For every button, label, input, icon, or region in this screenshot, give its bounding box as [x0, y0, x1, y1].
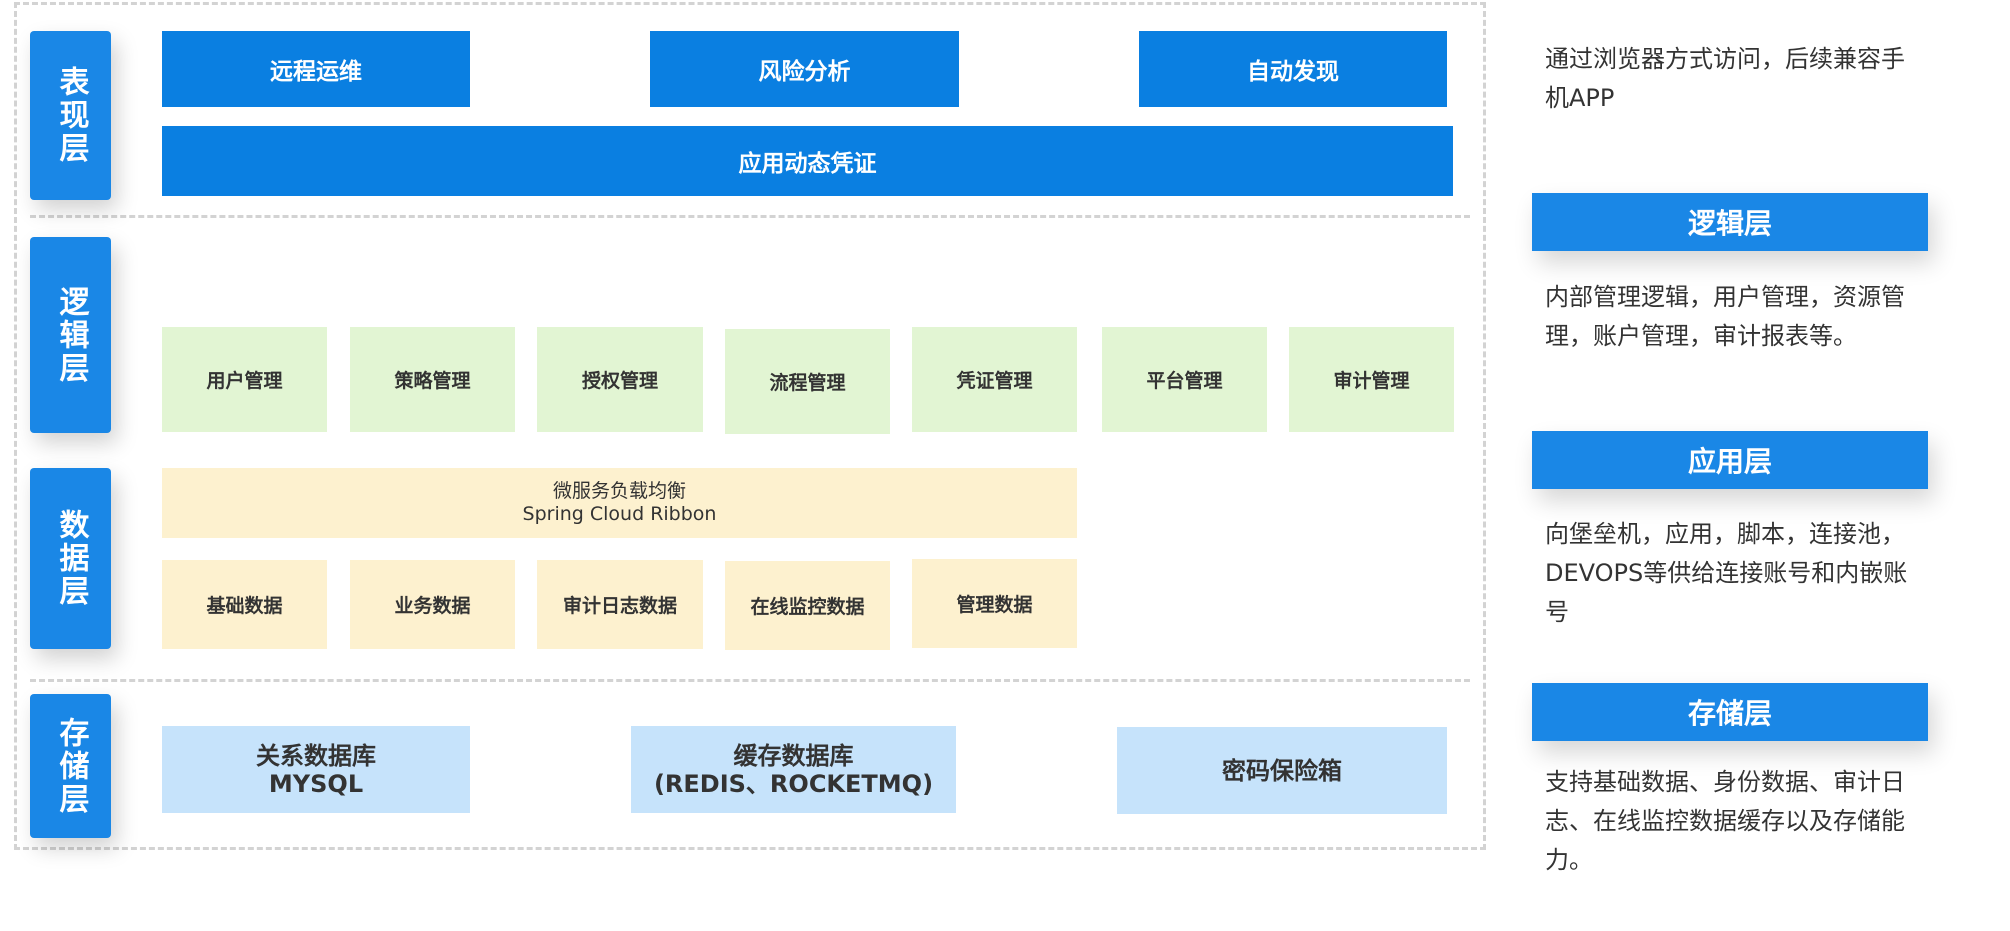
box-business-data: 业务数据 — [350, 560, 515, 649]
layer-label-presentation-text: 表现层 — [53, 66, 89, 165]
box-policy-management-label: 策略管理 — [394, 370, 471, 392]
box-credential-management: 凭证管理 — [912, 327, 1077, 432]
box-dynamic-credentials: 应用动态凭证 — [162, 126, 1453, 196]
side-section-storage-title-text: 存储层 — [1687, 697, 1772, 730]
box-workflow-management: 流程管理 — [725, 329, 890, 434]
layer-label-data-text: 数据层 — [53, 509, 89, 608]
layer-label-presentation: 表现层 — [30, 31, 111, 200]
box-business-data-label: 业务数据 — [394, 595, 471, 617]
box-platform-management-label: 平台管理 — [1146, 370, 1223, 392]
box-password-vault-label: 密码保险箱 — [1222, 756, 1342, 785]
side-section-storage-title: 存储层 — [1532, 683, 1928, 741]
box-authorization-management-label: 授权管理 — [581, 370, 658, 392]
box-workflow-management-label: 流程管理 — [769, 372, 846, 394]
box-load-balancer: 微服务负载均衡 Spring Cloud Ribbon — [162, 468, 1077, 538]
box-dynamic-credentials-label: 应用动态凭证 — [738, 151, 877, 177]
box-relational-db-line1: 关系数据库 — [256, 741, 376, 770]
box-password-vault: 密码保险箱 — [1117, 727, 1447, 814]
box-management-data-label: 管理数据 — [956, 594, 1033, 616]
box-cache-db-line2: (REDIS、ROCKETMQ) — [653, 769, 934, 798]
box-basic-data: 基础数据 — [162, 560, 327, 649]
box-cache-db-line1: 缓存数据库 — [733, 741, 854, 770]
box-cache-db: 缓存数据库 (REDIS、ROCKETMQ) — [631, 726, 956, 813]
box-online-monitoring-data: 在线监控数据 — [725, 561, 890, 650]
layer-label-logic: 逻辑层 — [30, 237, 111, 433]
layer-label-logic-text: 逻辑层 — [53, 285, 89, 385]
side-section-application-title-text: 应用层 — [1687, 445, 1772, 478]
box-relational-db-line2: MYSQL — [268, 769, 364, 798]
side-section-logic-text: 内部管理逻辑，用户管理，资源管理，账户管理，审计报表等。 — [1545, 283, 1905, 350]
side-section-logic-title: 逻辑层 — [1532, 193, 1928, 251]
side-section-application-title: 应用层 — [1532, 431, 1928, 489]
box-audit-management-label: 审计管理 — [1333, 370, 1410, 392]
box-authorization-management: 授权管理 — [537, 327, 703, 432]
box-online-monitoring-data-label: 在线监控数据 — [750, 596, 865, 618]
box-audit-log-data: 审计日志数据 — [537, 560, 703, 649]
side-intro-text: 通过浏览器方式访问，后续兼容手机APP — [1545, 45, 1905, 112]
box-auto-discovery: 自动发现 — [1139, 31, 1447, 107]
box-user-management-label: 用户管理 — [206, 370, 283, 392]
box-basic-data-label: 基础数据 — [206, 595, 283, 617]
architecture-frame — [14, 2, 1486, 850]
box-audit-log-data-label: 审计日志数据 — [562, 595, 677, 617]
box-load-balancer-line2: Spring Cloud Ribbon — [522, 503, 717, 525]
separator-presentation-logic — [30, 215, 1470, 218]
layer-label-storage-text: 存储层 — [53, 716, 89, 816]
side-section-logic-title-text: 逻辑层 — [1687, 207, 1772, 240]
side-section-application-text: 向堡垒机，应用，脚本，连接池，DEVOPS等供给连接账号和内嵌账号 — [1545, 520, 1908, 626]
box-remote-ops: 远程运维 — [162, 31, 470, 107]
box-relational-db: 关系数据库 MYSQL — [162, 726, 470, 813]
side-section-storage-text: 支持基础数据、身份数据、审计日志、在线监控数据缓存以及存储能力。 — [1545, 768, 1905, 874]
box-policy-management: 策略管理 — [350, 327, 515, 432]
box-audit-management: 审计管理 — [1289, 327, 1454, 432]
box-auto-discovery-label: 自动发现 — [1247, 59, 1339, 85]
box-risk-analysis: 风险分析 — [650, 31, 959, 107]
box-load-balancer-line1: 微服务负载均衡 — [552, 480, 686, 502]
box-user-management: 用户管理 — [162, 327, 327, 432]
box-management-data: 管理数据 — [912, 559, 1077, 648]
box-credential-management-label: 凭证管理 — [956, 370, 1033, 392]
box-platform-management: 平台管理 — [1102, 327, 1267, 432]
box-risk-analysis-label: 风险分析 — [758, 59, 851, 85]
layer-label-storage: 存储层 — [30, 694, 111, 838]
box-remote-ops-label: 远程运维 — [270, 59, 362, 85]
separator-data-storage — [30, 679, 1470, 682]
layer-label-data: 数据层 — [30, 468, 111, 649]
